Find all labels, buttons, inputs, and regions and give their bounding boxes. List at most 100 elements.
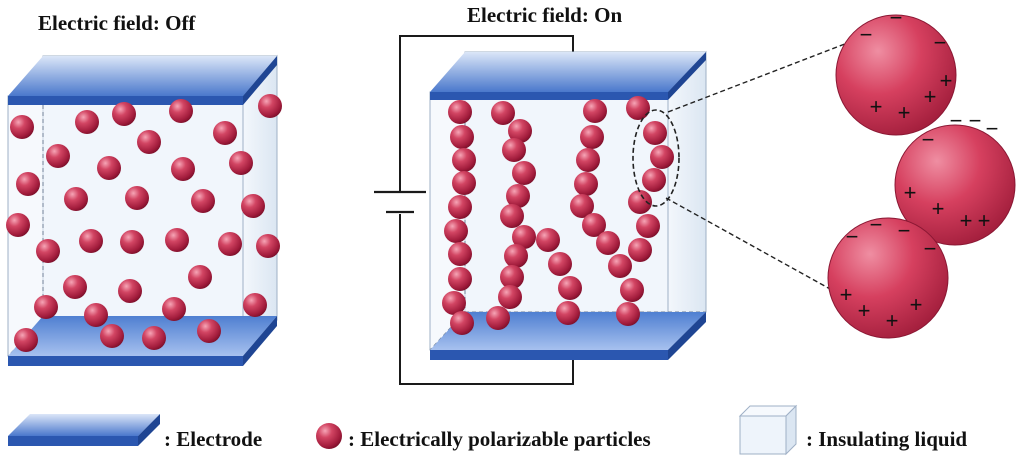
particles-random bbox=[6, 94, 282, 352]
positive-charge: + bbox=[858, 298, 871, 323]
particle bbox=[36, 239, 60, 263]
positive-charge: + bbox=[886, 308, 899, 333]
positive-charge: + bbox=[898, 100, 911, 125]
particle bbox=[16, 172, 40, 196]
positive-charge: + bbox=[904, 180, 917, 205]
particle bbox=[508, 119, 532, 143]
particle bbox=[576, 148, 600, 172]
zoom-line-bottom bbox=[665, 197, 851, 301]
positive-charge: + bbox=[924, 84, 937, 109]
bottom-electrode-front bbox=[8, 356, 243, 366]
particle bbox=[506, 184, 530, 208]
title-field-on: Electric field: On bbox=[467, 3, 622, 27]
positive-charge: + bbox=[910, 292, 923, 317]
bottom-electrode-front bbox=[430, 350, 668, 360]
negative-charge: − bbox=[986, 116, 999, 141]
particle bbox=[229, 151, 253, 175]
positive-charge: + bbox=[960, 208, 973, 233]
negative-charge: − bbox=[934, 30, 947, 55]
legend-electrode-icon bbox=[8, 414, 160, 446]
negative-charge: − bbox=[969, 108, 982, 133]
particle bbox=[448, 267, 472, 291]
particle bbox=[165, 228, 189, 252]
particle bbox=[498, 285, 522, 309]
particle bbox=[448, 100, 472, 124]
negative-charge: − bbox=[870, 212, 883, 237]
negative-charge: − bbox=[860, 22, 873, 47]
particle bbox=[448, 242, 472, 266]
particle bbox=[626, 96, 650, 120]
particle bbox=[580, 125, 604, 149]
particle bbox=[64, 187, 88, 211]
negative-charge: − bbox=[898, 218, 911, 243]
particle bbox=[137, 130, 161, 154]
wire-bottom bbox=[399, 214, 574, 385]
particle bbox=[14, 328, 38, 352]
negative-charge: − bbox=[846, 224, 859, 249]
box-field-off bbox=[7, 54, 278, 366]
positive-charge: + bbox=[932, 196, 945, 221]
particle bbox=[241, 194, 265, 218]
positive-charge: + bbox=[870, 94, 883, 119]
negative-charge: − bbox=[922, 127, 935, 152]
particle bbox=[188, 265, 212, 289]
particle bbox=[636, 214, 660, 238]
particle bbox=[512, 161, 536, 185]
polarized-particle bbox=[827, 217, 949, 339]
legend-liquid-label: : Insulating liquid bbox=[806, 427, 967, 451]
particle bbox=[512, 225, 536, 249]
circuit bbox=[374, 35, 574, 385]
particle bbox=[75, 110, 99, 134]
particle bbox=[628, 190, 652, 214]
particle bbox=[450, 311, 474, 335]
particle bbox=[556, 301, 580, 325]
particle bbox=[213, 121, 237, 145]
legend-particles-label: : Electrically polarizable particles bbox=[348, 427, 651, 451]
title-field-off: Electric field: Off bbox=[38, 11, 196, 35]
negative-charge: − bbox=[890, 5, 903, 30]
top-electrode-face bbox=[430, 52, 706, 92]
particle bbox=[243, 293, 267, 317]
particle bbox=[191, 189, 215, 213]
particle bbox=[100, 324, 124, 348]
particle bbox=[79, 229, 103, 253]
particle bbox=[448, 195, 472, 219]
particle bbox=[574, 172, 598, 196]
particle bbox=[583, 99, 607, 123]
top-electrode-face bbox=[8, 56, 277, 96]
enlarged-particles: −−−++++−−−−++++−−−−++++ bbox=[827, 5, 1016, 339]
particle bbox=[6, 213, 30, 237]
legend-liquid-icon bbox=[738, 404, 798, 456]
particle bbox=[548, 252, 572, 276]
particle bbox=[452, 171, 476, 195]
particle bbox=[500, 204, 524, 228]
negative-charge: − bbox=[924, 236, 937, 261]
positive-charge: + bbox=[978, 208, 991, 233]
particle bbox=[120, 230, 144, 254]
particle bbox=[643, 121, 667, 145]
particle bbox=[258, 94, 282, 118]
zoom-region bbox=[632, 109, 680, 207]
polarized-particle bbox=[894, 124, 1016, 246]
particle bbox=[650, 145, 674, 169]
particle bbox=[10, 115, 34, 139]
particle bbox=[500, 265, 524, 289]
legend-electrode-label: : Electrode bbox=[164, 427, 262, 451]
particle bbox=[558, 276, 582, 300]
particle bbox=[450, 125, 474, 149]
particle bbox=[536, 228, 560, 252]
particle bbox=[142, 326, 166, 350]
particle bbox=[452, 148, 476, 172]
zoom-line-top bbox=[667, 41, 851, 113]
particle bbox=[642, 168, 666, 192]
particle bbox=[162, 297, 186, 321]
particle bbox=[169, 99, 193, 123]
legend-particle-icon bbox=[316, 423, 342, 449]
particle bbox=[570, 194, 594, 218]
negative-charge: − bbox=[950, 108, 963, 133]
particle bbox=[486, 306, 510, 330]
particle bbox=[504, 244, 528, 268]
particle bbox=[112, 102, 136, 126]
particle bbox=[628, 238, 652, 262]
